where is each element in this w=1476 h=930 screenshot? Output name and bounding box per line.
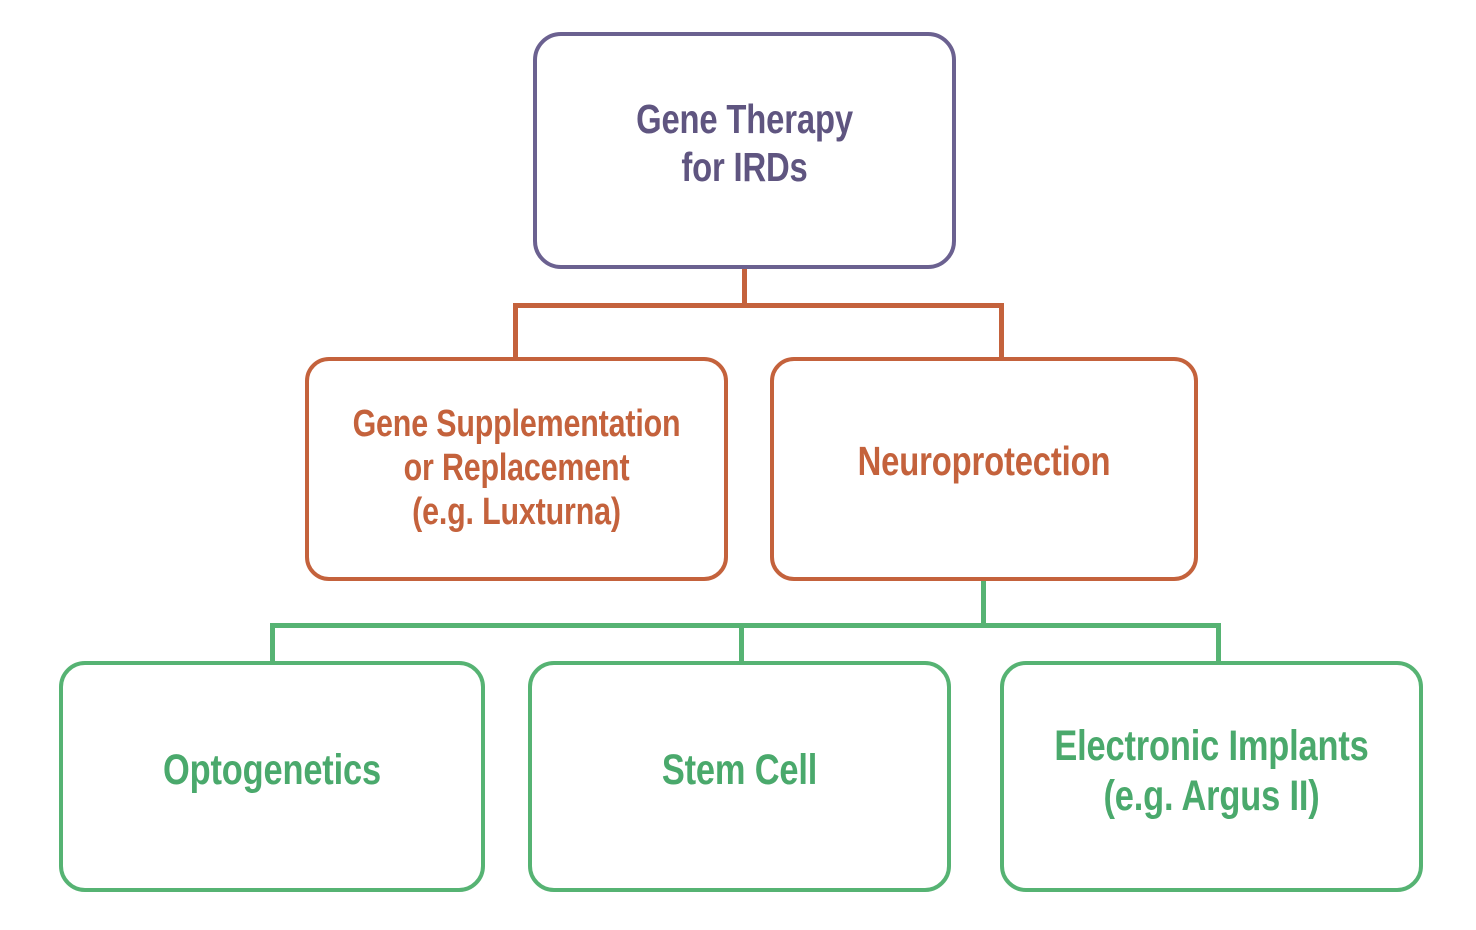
connector-drop-stem-cell [739,623,744,665]
node-label-optogenetics: Optogenetics [163,745,381,794]
node-gene-therapy-for-irds[interactable]: Gene Therapy for IRDs [533,32,956,269]
connector-level2-horizontal-bar [513,303,1004,308]
node-neuroprotection[interactable]: Neuroprotection [770,357,1198,581]
node-gene-supplementation-or-replacement[interactable]: Gene Supplementation or Replacement (e.g… [305,357,728,581]
connector-drop-electronic-implants [1216,623,1221,665]
node-label-stem-cell: Stem Cell [661,745,818,794]
node-label-gene-supplementation-or-replacement: Gene Supplementation or Replacement (e.g… [352,402,681,534]
node-label-electronic-implants: Electronic Implants (e.g. Argus II) [1054,721,1369,820]
node-label-neuroprotection: Neuroprotection [857,438,1111,485]
node-electronic-implants[interactable]: Electronic Implants (e.g. Argus II) [1000,661,1423,892]
node-stem-cell[interactable]: Stem Cell [528,661,951,892]
connector-drop-gene-supplementation [513,303,518,361]
connector-neuroprotection-stem [981,578,986,628]
connector-level3-horizontal-bar [270,623,1221,628]
connector-drop-neuroprotection [999,303,1004,361]
node-label-gene-therapy-for-irds: Gene Therapy for IRDs [636,95,853,190]
node-optogenetics[interactable]: Optogenetics [59,661,485,892]
connector-root-stem [742,266,747,308]
connector-drop-optogenetics [270,623,275,665]
